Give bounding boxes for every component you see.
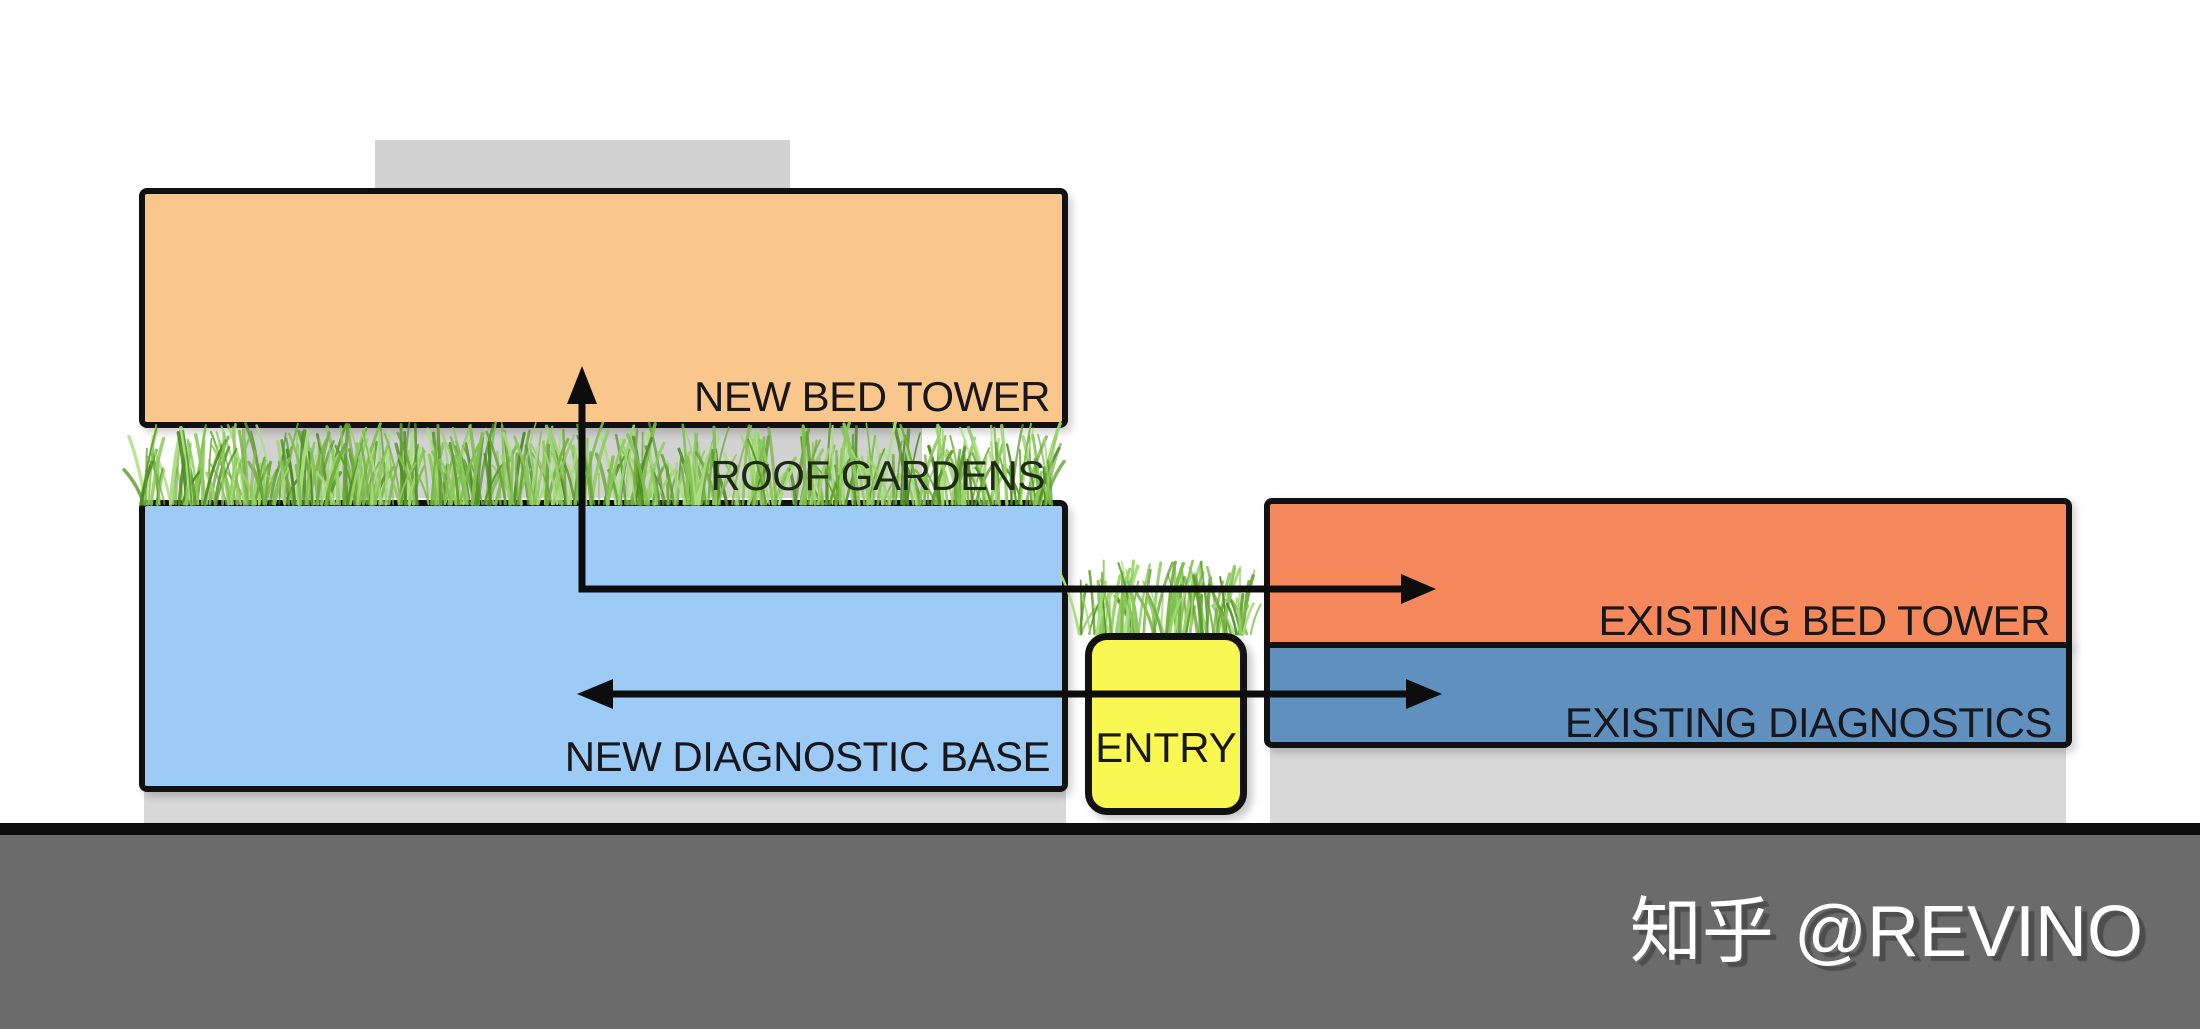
label-existing-bed-tower: EXISTING BED TOWER	[1598, 597, 2050, 644]
right-building-podium	[1270, 746, 2066, 826]
left-building-podium	[144, 790, 1066, 826]
entry-box	[1085, 633, 1247, 815]
ground-plane	[0, 823, 2200, 1029]
roof-garden-grass-entry	[1059, 559, 1262, 636]
label-entry: ENTRY	[1095, 724, 1237, 771]
label-existing-diagnostics: EXISTING DIAGNOSTICS	[1564, 699, 2053, 746]
label-new-diagnostic-base: NEW DIAGNOSTIC BASE	[564, 733, 1051, 780]
watermark-text: 知乎 @REVINO	[1629, 892, 2143, 972]
label-roof-gardens: ROOF GARDENS	[710, 452, 1045, 499]
rooftop-mechanical-block	[375, 140, 790, 196]
label-new-bed-tower: NEW BED TOWER	[694, 373, 1050, 420]
